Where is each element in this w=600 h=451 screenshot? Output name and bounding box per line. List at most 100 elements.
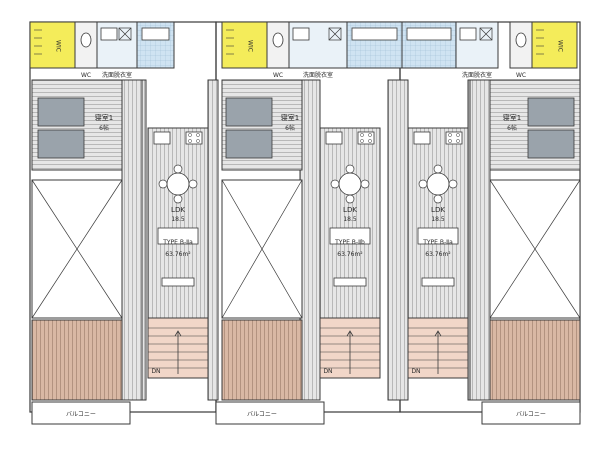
corridor	[299, 79, 321, 401]
bathtub-icon	[141, 27, 170, 41]
burner-icon	[196, 139, 200, 143]
wic-room	[221, 21, 268, 69]
ldk-label: LDK	[431, 206, 445, 214]
bedroom-label: 寝室1	[281, 113, 299, 122]
balcony-label: バルコニー	[516, 411, 546, 418]
balcony-ledge	[215, 401, 325, 425]
bathtub-icon	[351, 27, 398, 41]
ldk-size-label: 18.5	[431, 216, 445, 223]
chair-icon	[173, 194, 183, 204]
down-label: DN	[411, 368, 420, 375]
ldk-size-label: 18.5	[171, 216, 185, 223]
balcony-label: バルコニー	[247, 411, 277, 418]
bedroom-size-label: 6帖	[285, 124, 295, 132]
burner-icon	[368, 139, 372, 143]
washroom-label: 洗面脱衣室	[462, 71, 492, 79]
ldk-label: LDK	[343, 206, 357, 214]
burner-icon	[448, 133, 452, 137]
unit-type-label: TYPE B-Ⅱa	[162, 239, 193, 246]
unit-type-label: TYPE B-Ⅱa	[422, 239, 453, 246]
corridor	[469, 79, 491, 401]
sofa-icon	[157, 227, 199, 245]
bedroom-label: 寝室1	[503, 113, 521, 122]
void-cross	[31, 179, 123, 319]
bed-icon	[527, 97, 575, 127]
balcony-ledge	[31, 401, 131, 425]
corridor	[387, 79, 409, 401]
wic-room	[531, 21, 578, 69]
tv-bench-icon	[333, 277, 367, 287]
bed-icon	[527, 129, 575, 159]
burner-icon	[188, 139, 192, 143]
bed-icon	[37, 129, 85, 159]
corridor	[121, 79, 143, 401]
stove-icon	[185, 131, 203, 145]
wc-label: WC	[81, 72, 91, 79]
balcony-deck	[489, 319, 581, 401]
chair-icon	[418, 179, 428, 189]
bed-icon	[225, 129, 273, 159]
bed-icon	[37, 97, 85, 127]
washer-icon	[328, 27, 342, 41]
burner-icon	[360, 139, 364, 143]
washer-icon	[118, 27, 132, 41]
burner-icon	[188, 133, 192, 137]
stair-arrow-head	[434, 330, 442, 337]
washbasin-icon	[459, 27, 477, 41]
unit-type-label: TYPE B-Ⅱb	[334, 239, 365, 246]
unit-area-label: 63.76m²	[337, 251, 363, 258]
chair-icon	[330, 179, 340, 189]
washbasin-icon	[100, 27, 118, 41]
ldk-size-label: 18.5	[343, 216, 357, 223]
burner-icon	[368, 133, 372, 137]
down-label: DN	[151, 368, 160, 375]
wic-room	[29, 21, 76, 69]
chair-icon	[433, 164, 443, 174]
washbasin-icon	[292, 27, 310, 41]
balcony-deck	[31, 319, 123, 401]
balcony-deck	[221, 319, 303, 401]
stove-icon	[445, 131, 463, 145]
down-label: DN	[323, 368, 332, 375]
sink-icon	[413, 131, 431, 145]
chair-icon	[360, 179, 370, 189]
wic-label: WIC	[55, 40, 62, 52]
bed-icon	[225, 97, 273, 127]
sink-icon	[325, 131, 343, 145]
corridor	[207, 79, 219, 401]
washer-box	[118, 27, 132, 41]
dining-table-icon	[166, 172, 190, 196]
chair-icon	[433, 194, 443, 204]
bedroom-size-label: 6帖	[99, 124, 109, 132]
stair-arrow-head	[174, 330, 182, 337]
wic-label: WIC	[247, 40, 254, 52]
burner-icon	[456, 133, 460, 137]
sofa-icon	[417, 227, 459, 245]
toilet-icon	[80, 32, 92, 48]
dining-table-icon	[426, 172, 450, 196]
stove-icon	[357, 131, 375, 145]
chair-icon	[173, 164, 183, 174]
void-cross	[489, 179, 581, 319]
balcony-ledge	[481, 401, 581, 425]
unit-area-label: 63.76m²	[165, 251, 191, 258]
washroom-label: 洗面脱衣室	[102, 71, 132, 79]
chair-icon	[158, 179, 168, 189]
washer-box	[328, 27, 342, 41]
toilet-icon	[272, 32, 284, 48]
toilet-icon	[515, 32, 527, 48]
tv-bench-icon	[421, 277, 455, 287]
burner-icon	[196, 133, 200, 137]
unit-area-label: 63.76m²	[425, 251, 451, 258]
tv-bench-icon	[161, 277, 195, 287]
chair-icon	[188, 179, 198, 189]
sink-icon	[153, 131, 171, 145]
sofa-icon	[329, 227, 371, 245]
balcony-label: バルコニー	[66, 411, 96, 418]
bathtub-icon	[406, 27, 452, 41]
